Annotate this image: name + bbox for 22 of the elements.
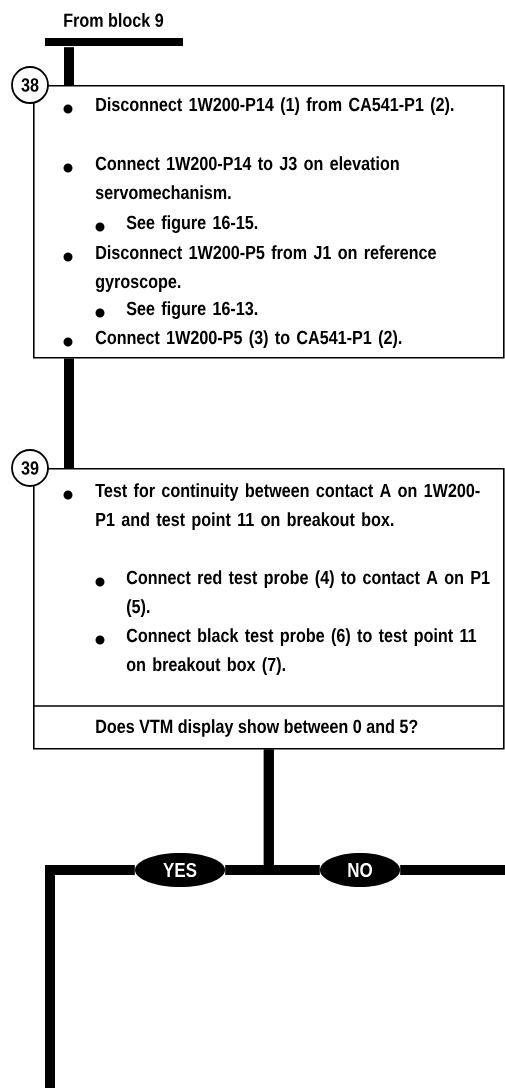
flow-line bbox=[64, 358, 74, 468]
source-label: From block 9 bbox=[64, 13, 164, 27]
flow-line bbox=[64, 47, 74, 85]
bullet-item: Connect black test probe (6) to test point 11 on breakout box (7). bbox=[95, 628, 477, 675]
flow-line bbox=[263, 749, 320, 875]
step-box bbox=[11, 66, 505, 359]
flow-line bbox=[45, 865, 135, 1088]
flow-line bbox=[400, 865, 505, 875]
answer-oval: YES bbox=[135, 853, 225, 887]
bullet-item: Connect 1W200-P5 (3) to CA541-P1 (2). bbox=[63, 330, 402, 348]
step-number: 39 bbox=[11, 449, 49, 487]
step-box bbox=[11, 449, 505, 750]
bullet-item: Disconnect 1W200-P14 (1) from CA541-P1 (2). bbox=[63, 97, 454, 115]
question-text: Does VTM display show between 0 and 5? bbox=[96, 719, 418, 737]
bullet-item: Disconnect 1W200-P5 from J1 on reference gyroscope. bbox=[63, 245, 436, 292]
bullet-item: Connect 1W200-P14 to J3 on elevation servomechanism. bbox=[63, 156, 399, 200]
bullet-item: See figure 16-15. bbox=[95, 215, 258, 233]
step-number: 38 bbox=[11, 66, 49, 104]
answer-oval: NO bbox=[320, 853, 400, 887]
bullet-item: See figure 16-13. bbox=[95, 301, 258, 319]
bullet-item: Test for continuity between contact A on 1W200-P1 and test point 11 on breakout box. bbox=[63, 483, 480, 530]
bullet-item: Connect red test probe (4) to contact A on P1 (5). bbox=[95, 570, 490, 617]
